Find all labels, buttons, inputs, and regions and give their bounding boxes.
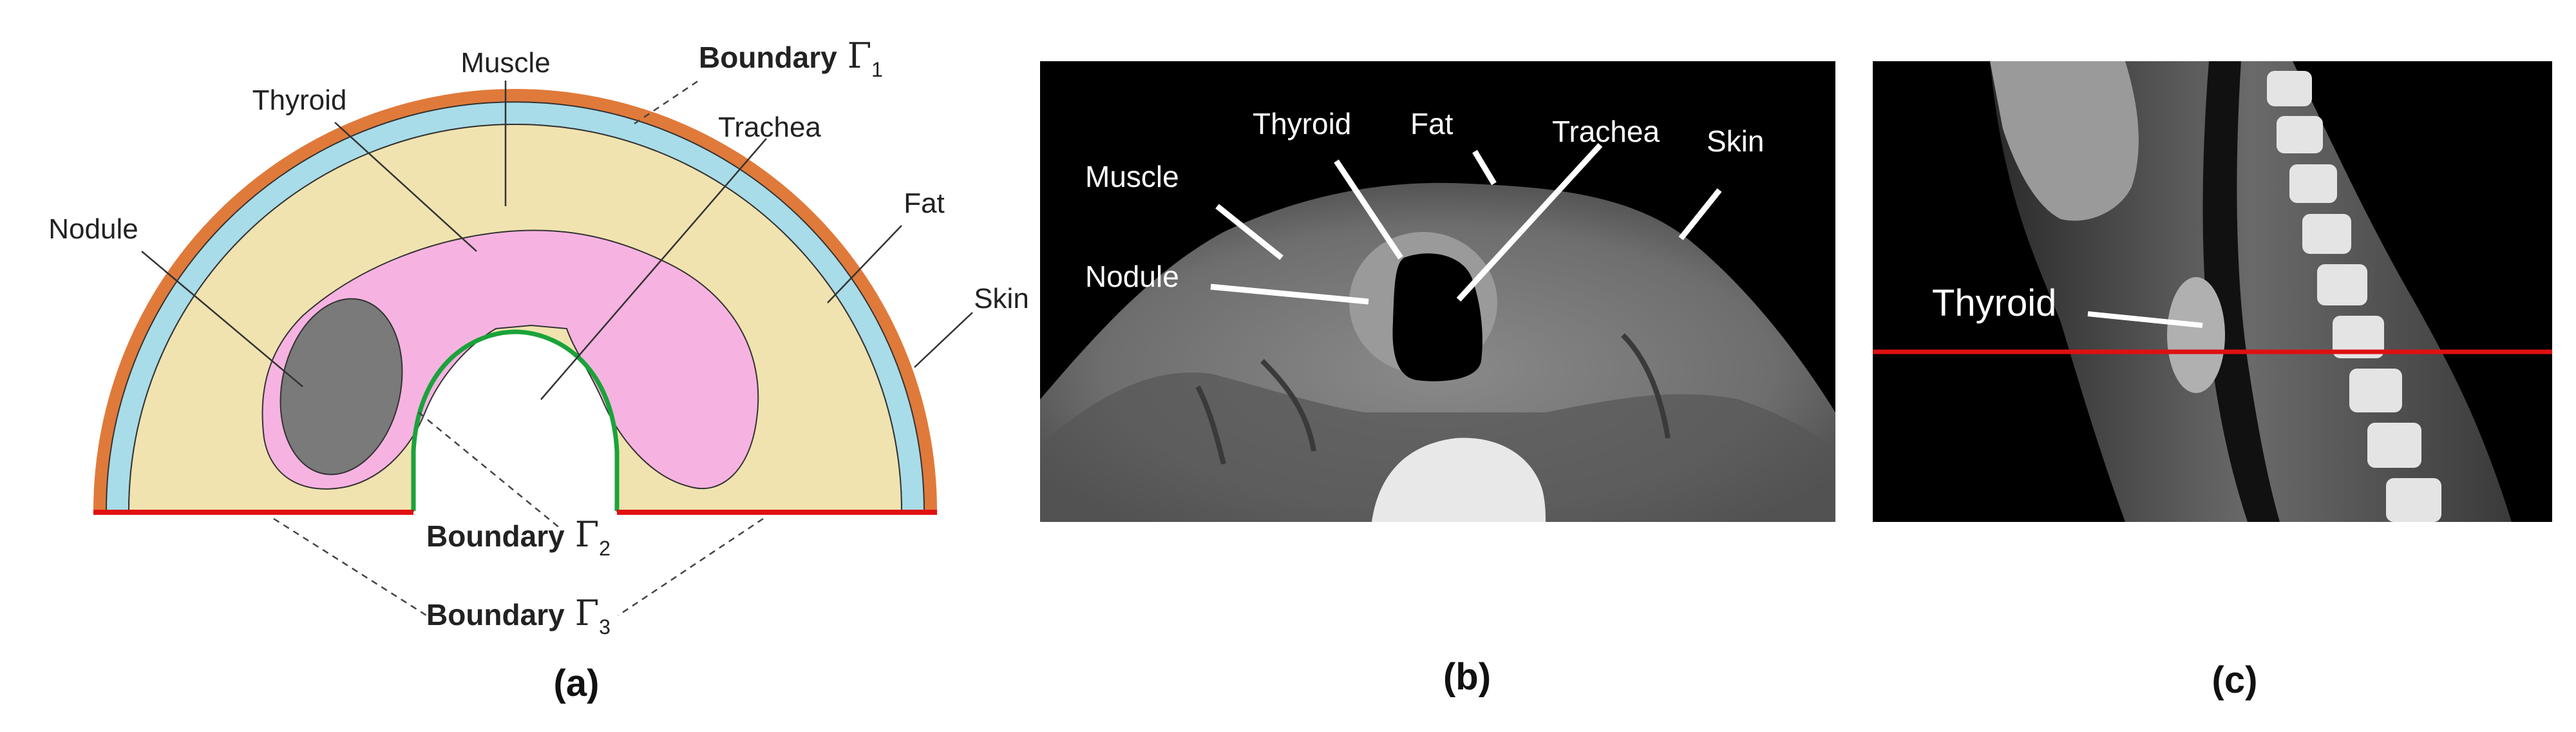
leader-lines-a <box>141 81 973 400</box>
caption-a: (a) <box>554 662 600 704</box>
panel-c-sagittal-ct: Thyroid (c) <box>1873 61 2552 701</box>
label-thyroid-a: Thyroid <box>252 84 347 116</box>
label-muscle-a: Muscle <box>460 47 550 79</box>
boundary-gamma2-curve <box>411 329 620 511</box>
label-fat-b: Fat <box>1410 107 1454 140</box>
label-nodule-a: Nodule <box>48 213 138 245</box>
ct-trachea-air <box>1392 253 1482 381</box>
label-thyroid-c: Thyroid <box>1932 282 2056 324</box>
panel-a-schematic: Muscle Thyroid Trachea Nodule Fat Skin B… <box>48 35 1029 704</box>
label-fat-a: Fat <box>904 188 945 219</box>
panel-b-axial-ct: Muscle Thyroid Fat Trachea Skin Nodule (… <box>1040 61 1835 698</box>
label-skin-a: Skin <box>974 283 1029 314</box>
caption-b: (b) <box>1443 656 1491 698</box>
trachea-cavity <box>413 332 617 511</box>
label-thyroid-b: Thyroid <box>1253 107 1351 140</box>
leader-line-c <box>2087 311 2203 328</box>
nodule-shape <box>279 298 403 476</box>
leader-lines-b <box>1210 142 1722 305</box>
caption-c: (c) <box>2212 659 2258 701</box>
label-trachea-a: Trachea <box>718 111 821 143</box>
label-trachea-b: Trachea <box>1552 115 1660 148</box>
ct-sagittal-spine <box>2267 71 2441 522</box>
label-skin-b: Skin <box>1707 124 1764 158</box>
ct-sagittal-thyroid <box>2167 277 2225 393</box>
dashed-leaders-a <box>273 79 764 620</box>
label-muscle-b: Muscle <box>1085 160 1179 193</box>
ct-sagittal-airway <box>2202 61 2280 522</box>
ct-fascia <box>1195 333 1671 465</box>
label-nodule-b: Nodule <box>1085 260 1179 293</box>
ct-vertebra <box>1372 438 1546 522</box>
ct-sagittal-jaw <box>1990 61 2139 221</box>
